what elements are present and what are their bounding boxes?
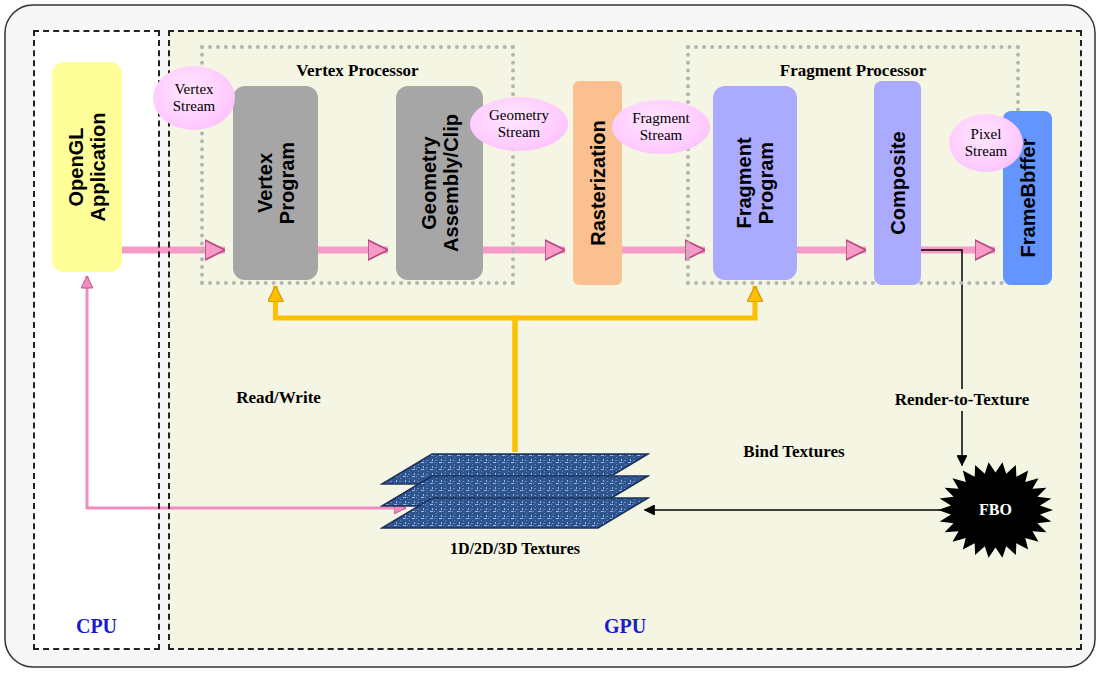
outer-frame bbox=[5, 5, 1095, 667]
texture-sheet bbox=[382, 498, 648, 528]
node-label: Geometry Stream bbox=[479, 107, 559, 142]
connector bbox=[318, 247, 388, 254]
node-label: 1D/2D/3D Textures bbox=[380, 540, 650, 558]
processor-group: Vertex ProcessorVertex Program Geometry A… bbox=[200, 45, 515, 285]
node-label: OpenGL Application bbox=[65, 102, 109, 232]
node-label: Pixel Stream bbox=[958, 126, 1014, 161]
stream-ellipse: Pixel Stream bbox=[949, 114, 1023, 172]
node-label: Composite bbox=[887, 88, 909, 278]
stage-box: Geometry Assembly/Clip bbox=[396, 86, 483, 280]
stage-box: Vertex Program bbox=[233, 86, 318, 280]
connector bbox=[122, 247, 225, 254]
stage-box: Rasterization bbox=[573, 81, 622, 285]
cpu-region: CPU OpenGL Application bbox=[33, 30, 160, 650]
cpu-ground bbox=[33, 30, 160, 650]
connector bbox=[515, 286, 755, 452]
connector bbox=[797, 247, 866, 254]
stage-box: Composite bbox=[874, 81, 921, 285]
texture-stack: 1D/2D/3D Textures bbox=[380, 452, 650, 558]
node-label: Geometry Assembly/Clip bbox=[418, 93, 462, 273]
connector bbox=[87, 276, 406, 508]
gpu-ground bbox=[168, 30, 1082, 650]
stream-ellipse: Fragment Stream bbox=[612, 100, 710, 154]
texture-sheets bbox=[380, 452, 650, 534]
edge-label: Render-to-Texture bbox=[891, 389, 1033, 411]
node-label: Fragment Stream bbox=[621, 110, 701, 145]
region-title: Fragment Processor bbox=[690, 61, 1016, 81]
starburst-outline bbox=[938, 462, 1053, 557]
stage-box: Fragment Program bbox=[713, 86, 797, 280]
stream-ellipse: Vertex Stream bbox=[153, 66, 235, 130]
edge-label: Bind Textures bbox=[739, 441, 848, 463]
connector bbox=[276, 286, 516, 452]
connector bbox=[622, 247, 705, 254]
region-title: Vertex Processor bbox=[204, 61, 511, 81]
region-title: CPU bbox=[35, 615, 158, 638]
node-label: Rasterization bbox=[587, 88, 609, 278]
stream-ellipse: Geometry Stream bbox=[470, 97, 568, 151]
region-title: GPU bbox=[170, 615, 1080, 638]
connector bbox=[645, 509, 941, 511]
node-label: FBO bbox=[979, 501, 1012, 519]
fbo-starburst: FBO bbox=[938, 462, 1053, 558]
node-label: Fragment Program bbox=[733, 128, 777, 238]
application-box: OpenGL Application bbox=[52, 62, 122, 272]
node-label: Vertex Stream bbox=[163, 81, 225, 116]
node-label: Vertex Program bbox=[254, 128, 298, 238]
connector bbox=[483, 247, 565, 254]
edge-label: Read/Write bbox=[232, 387, 325, 409]
